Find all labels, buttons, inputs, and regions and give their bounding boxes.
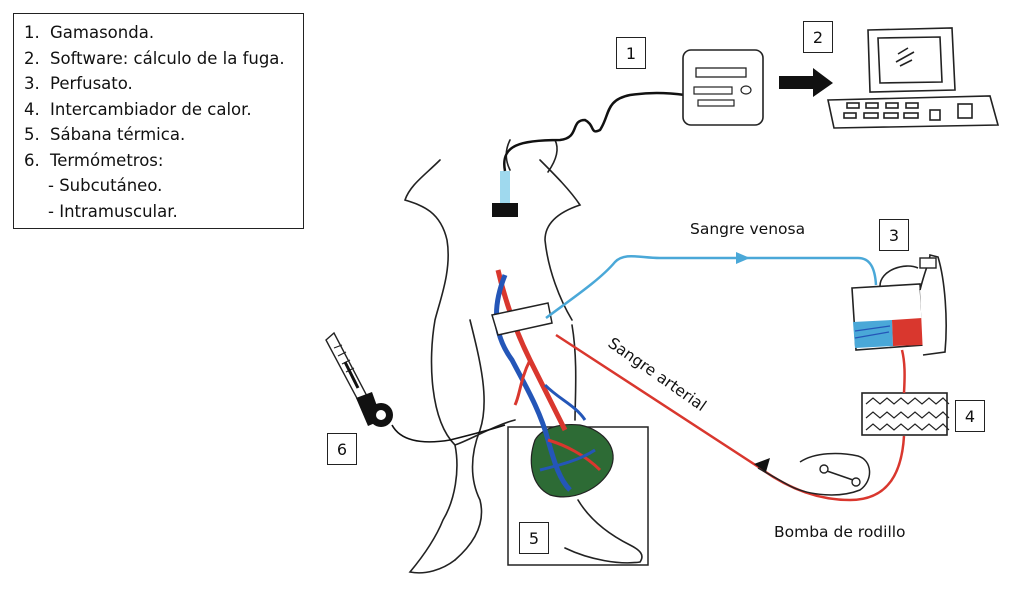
arrow-to-computer	[779, 68, 833, 97]
legend-item: 3.Perfusato.	[24, 74, 133, 93]
venous-arrow	[736, 252, 750, 264]
legend-item: 4.Intercambiador de calor.	[24, 99, 252, 119]
legend-item: 2.Software: cálculo de la fuga.	[24, 48, 285, 68]
number-box-4: 4	[955, 400, 985, 432]
number-box-5: 5	[519, 522, 549, 554]
number-box-3: 3	[879, 219, 909, 251]
tourniquet	[491, 302, 553, 336]
number-box-1: 1	[616, 37, 646, 69]
roller-pump	[754, 452, 871, 496]
leg-vessels	[494, 269, 614, 498]
legend-item: 1.Gamasonda.	[24, 23, 155, 42]
gamma-counter-device	[682, 49, 764, 126]
gamma-probe-base	[492, 203, 518, 217]
arterial-line	[555, 333, 906, 502]
computer-icon	[827, 27, 1000, 129]
legend-subitem: - Intramuscular.	[48, 201, 178, 221]
legend-subitem: - Subcutáneo.	[48, 176, 163, 195]
venous-label: Sangre venosa	[690, 220, 806, 238]
body-outline	[403, 139, 643, 574]
heat-exchanger	[861, 392, 950, 436]
arterial-line-return	[900, 349, 906, 394]
legend-box: 1.Gamasonda. 2.Software: cálculo de la f…	[13, 13, 304, 229]
gamma-probe-tip	[500, 171, 510, 204]
pump-label: Bomba de rodillo	[774, 523, 906, 541]
probe-cable	[503, 91, 686, 172]
legend-item: 6.Termómetros:	[24, 150, 164, 170]
legend-item: 5.Sábana térmica.	[24, 125, 186, 144]
perfusate-reservoir	[851, 253, 947, 356]
number-box-2: 2	[803, 21, 833, 53]
number-box-6: 6	[327, 433, 357, 465]
venous-line	[545, 255, 878, 320]
thermometer-probe	[325, 331, 506, 443]
